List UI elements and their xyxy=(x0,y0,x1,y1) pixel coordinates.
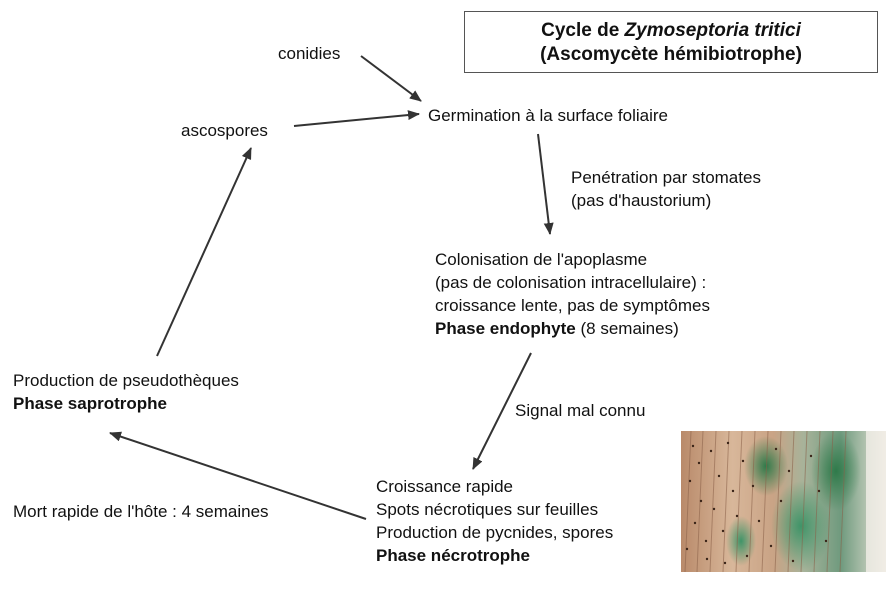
penetration-line-1: Penétration par stomates xyxy=(571,168,761,187)
diagram-title: Cycle de Zymoseptoria tritici (Ascomycèt… xyxy=(464,11,878,73)
arrow-germination-to-colonisation xyxy=(537,133,554,235)
arrow-colonisation-to-croissance xyxy=(472,352,532,470)
phase-endophyte: Phase endophyte xyxy=(435,319,576,338)
title-line-1: Cycle de Zymoseptoria tritici xyxy=(541,20,801,41)
infected-leaf-photo xyxy=(681,431,886,572)
arrow-croissance-to-production xyxy=(109,431,367,520)
node-production: Production de pseudothèques Phase saprot… xyxy=(13,369,239,415)
node-colonisation: Colonisation de l'apoplasme (pas de colo… xyxy=(435,248,710,340)
node-conidies: conidies xyxy=(278,44,341,63)
arrow-ascospores-to-germination xyxy=(293,110,420,127)
phase-saprotrophe: Phase saprotrophe xyxy=(13,394,167,413)
colonisation-line-3: croissance lente, pas de symptômes xyxy=(435,296,710,315)
phase-necrotrophe: Phase nécrotrophe xyxy=(376,546,530,565)
label-mort: Mort rapide de l'hôte : 4 semaines xyxy=(13,502,269,521)
species-name: Zymoseptoria tritici xyxy=(624,20,801,41)
leaf-image xyxy=(681,431,886,572)
label-penetration: Penétration par stomates (pas d'haustori… xyxy=(571,166,761,212)
node-ascospores: ascospores xyxy=(181,121,268,140)
node-germination: Germination à la surface foliaire xyxy=(428,106,669,125)
croissance-line-3: Production de pycnides, spores xyxy=(376,523,614,542)
title-subtitle: (Ascomycète hémibiotrophe) xyxy=(540,44,802,65)
endophyte-duration: (8 semaines) xyxy=(575,319,679,338)
penetration-line-2: (pas d'haustorium) xyxy=(571,191,712,210)
colonisation-line-4: Phase endophyte (8 semaines) xyxy=(435,317,710,340)
colonisation-line-1: Colonisation de l'apoplasme xyxy=(435,250,648,269)
arrow-conidies-to-germination xyxy=(360,55,422,102)
arrow-production-to-ascospores xyxy=(156,147,252,357)
croissance-line-2: Spots nécrotiques sur feuilles xyxy=(376,500,599,519)
croissance-line-1: Croissance rapide xyxy=(376,477,514,496)
node-croissance: Croissance rapide Spots nécrotiques sur … xyxy=(376,475,613,567)
label-signal: Signal mal connu xyxy=(515,401,646,420)
production-line-1: Production de pseudothèques xyxy=(13,371,239,390)
colonisation-line-2: (pas de colonisation intracellulaire) : xyxy=(435,273,707,292)
